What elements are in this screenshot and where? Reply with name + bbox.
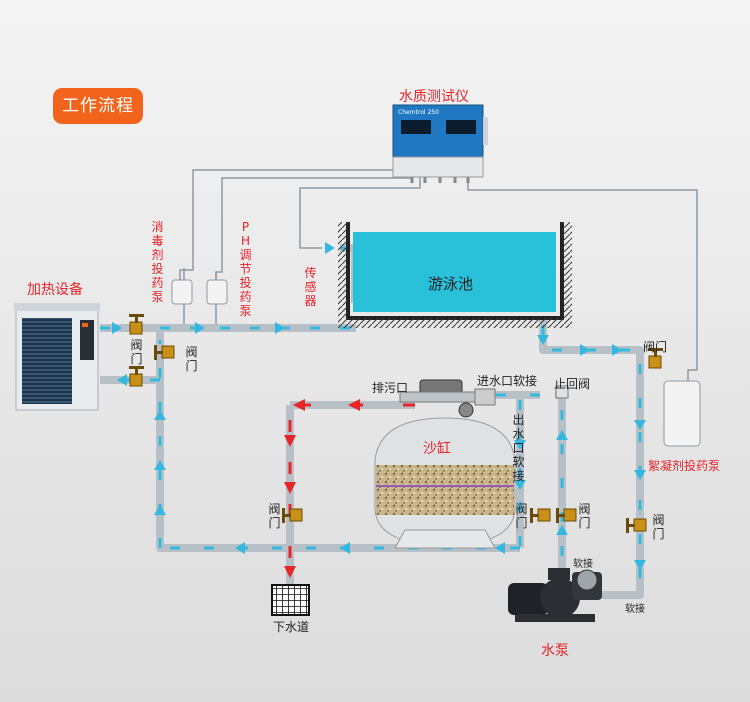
tester-label: 水质测试仪 (399, 89, 469, 105)
sand-filter (374, 379, 516, 549)
valve-label-inlet: 阀门 (578, 502, 591, 530)
valve-label-return: 阀门 (652, 513, 665, 541)
heater-label: 加热设备 (27, 282, 83, 298)
flocculant-pump-label: 絮凝剂投药泵 (648, 459, 721, 473)
valve-label-pool-outlet: 阀门 (643, 340, 668, 354)
check-valve-label: 止回阀 (554, 377, 591, 391)
pool-label: 游泳池 (428, 275, 474, 293)
valve-label-heater: 阀门 (130, 338, 143, 366)
water-pump (508, 568, 602, 622)
valve-label-outlet: 阀门 (515, 502, 528, 530)
swimming-pool (338, 222, 572, 328)
valve-label-bypass: 阀门 (185, 345, 198, 373)
ph-pump-label: PH调节投药泵 (239, 220, 252, 318)
heat-pump (14, 303, 100, 411)
workflow-badge: 工作流程 (53, 88, 143, 124)
drain-port-label: 排污口 (372, 381, 409, 395)
return-soft-joint-label: 软接 (625, 604, 645, 615)
tester-brand: Chemtrol 250 (398, 109, 439, 116)
outlet-hose-label: 出水口软接 (512, 413, 525, 483)
pump-soft-joint-label: 软接 (573, 559, 593, 570)
sewer-label: 下水道 (273, 620, 310, 634)
inlet-hose-label: 进水口软接 (477, 374, 538, 388)
disinfectant-pump-label: 消毒剂投药泵 (151, 220, 164, 304)
valve-label-drain: 阀门 (268, 502, 281, 530)
sewer-drain (271, 584, 310, 616)
pump-label: 水泵 (541, 643, 569, 659)
sensor-label: 传感器 (304, 266, 317, 308)
dosing-tanks (171, 279, 701, 447)
sand-tank-label: 沙缸 (423, 441, 451, 457)
valves (129, 314, 663, 533)
water-tester: Chemtrol 250 (392, 104, 488, 183)
flow-arrows (112, 242, 646, 578)
